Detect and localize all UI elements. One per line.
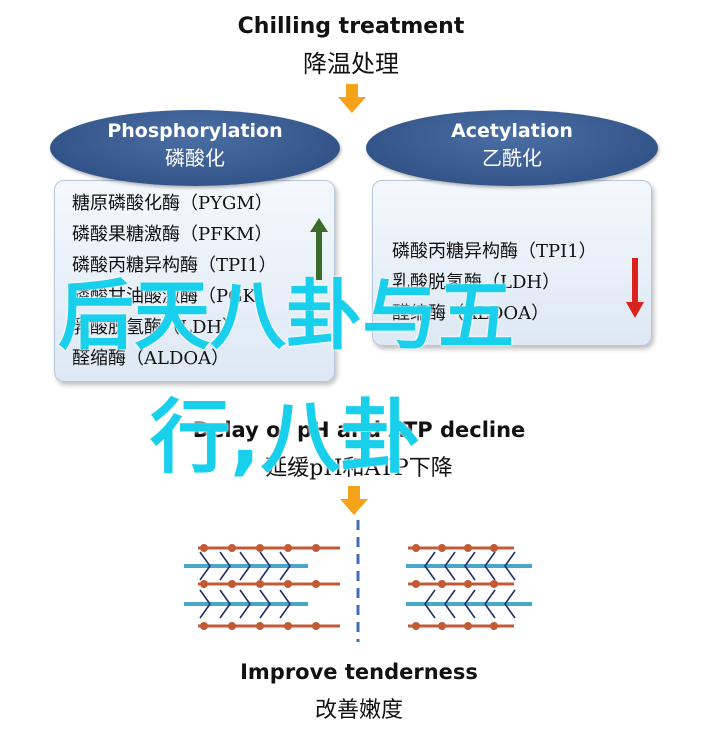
flow-arrow-1 (338, 84, 366, 113)
muscle-fiber-illustration (184, 520, 532, 642)
acetylation-panel (372, 180, 652, 346)
overlay-text-line2: 行,八卦 (150, 391, 421, 484)
acetylation-label-en: Acetylation (451, 120, 573, 142)
phosphorylation-label-zh: 磷酸化 (165, 146, 225, 170)
list-item: 磷酸丙糖异构酶（TPI1） (392, 241, 597, 262)
flow-arrow-2 (340, 486, 368, 515)
phosphorylation-label-en: Phosphorylation (107, 120, 283, 142)
list-item: 乳酸脱氢酶（LDH） (72, 317, 241, 338)
list-item: 醛缩酶（ALDOA） (72, 348, 230, 369)
down-arrow-icon (626, 258, 644, 318)
acetylation-label-zh: 乙酰化 (482, 146, 542, 170)
bottom-title-zh: 改善嫩度 (314, 698, 403, 723)
up-arrow-icon (310, 218, 328, 280)
list-item: 乳酸脱氢酶（LDH） (392, 272, 561, 293)
list-item: 磷酸甘油酸激酶（PGK） (72, 286, 274, 307)
list-item: 磷酸丙糖异构酶（TPI1） (72, 255, 277, 276)
phosphorylation-enzyme-list: 糖原磷酸化酶（PYGM） 磷酸果糖激酶（PFKM） 磷酸丙糖异构酶（TPI1） … (72, 188, 277, 374)
top-title-en: Chilling treatment (237, 14, 465, 39)
overlay-text-line1: 后天八卦与五 (58, 271, 514, 360)
middle-title-zh: 延缓pH和ATP下降 (265, 456, 453, 481)
middle-title-en: Delay of pH and ATP decline (192, 418, 526, 442)
acetylation-enzyme-list: 磷酸丙糖异构酶（TPI1） 乳酸脱氢酶（LDH） 醛缩酶（ALDOA） (392, 236, 597, 329)
acetylation-oval: Acetylation 乙酰化 (366, 110, 658, 186)
list-item: 糖原磷酸化酶（PYGM） (72, 193, 273, 214)
list-item: 磷酸果糖激酶（PFKM） (72, 224, 273, 245)
phosphorylation-panel (54, 180, 335, 382)
list-item: 醛缩酶（ALDOA） (392, 303, 550, 324)
phosphorylation-oval: Phosphorylation 磷酸化 (50, 110, 340, 186)
bottom-title-en: Improve tenderness (240, 660, 478, 684)
top-title-zh: 降温处理 (303, 50, 399, 78)
